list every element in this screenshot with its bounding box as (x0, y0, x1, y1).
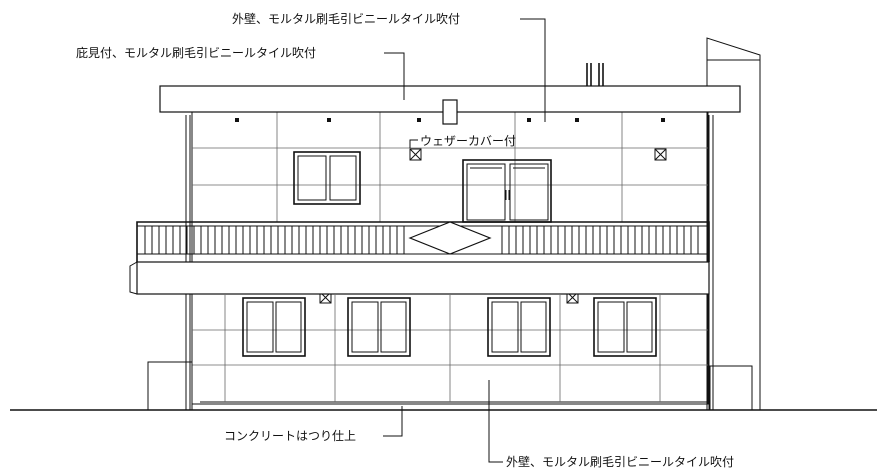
annotation-wall-bottom: 外壁、モルタル刷毛引ビニールタイル吹付 (506, 454, 734, 469)
weather-cover-hood (442, 99, 458, 125)
lower-windows (242, 297, 657, 357)
annotation-weather-cover: ウェザーカバー付 (420, 134, 516, 148)
leader-lines (383, 18, 546, 463)
upper-window (293, 151, 361, 205)
roof-vent-pipes (586, 63, 604, 86)
annotation-foundation: コンクリートはつり仕上 (224, 429, 356, 443)
eave-vents (235, 118, 665, 122)
stair-tower (706, 37, 761, 410)
balcony-railing (136, 221, 710, 262)
wall-panel-grid (192, 112, 708, 402)
upper-double-door (462, 159, 552, 223)
right-ground-box (709, 365, 753, 411)
annotation-eaves: 庇見付、モルタル刷毛引ビニールタイル吹付 (76, 45, 316, 60)
balcony-slab (129, 261, 710, 295)
annotation-wall-top: 外壁、モルタル刷毛引ビニールタイル吹付 (232, 11, 460, 26)
left-ground-box (147, 361, 193, 411)
